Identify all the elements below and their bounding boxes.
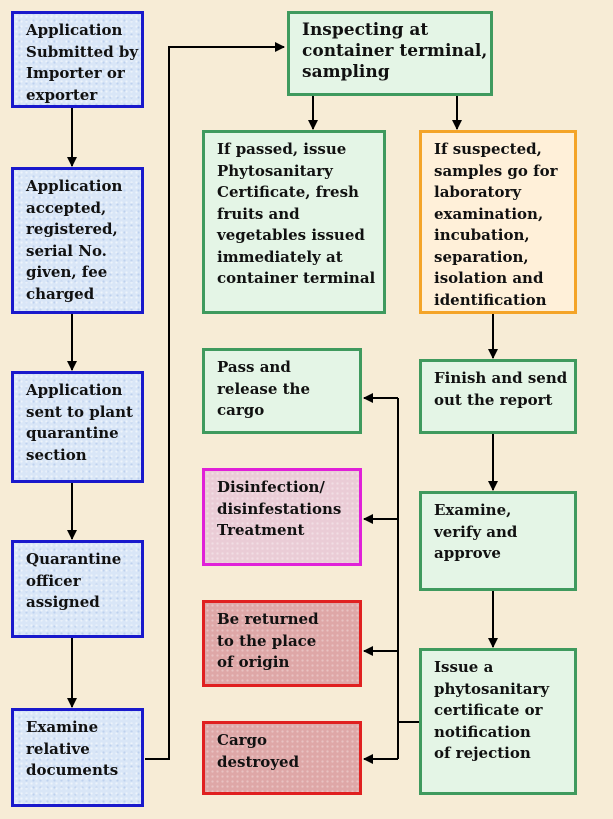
box-returned-origin: Be returned to the place of origin (202, 600, 362, 687)
box-text-line: Inspecting at (302, 20, 429, 40)
box-text-line: relative (26, 739, 90, 758)
box-text-line: disinfestations (217, 499, 342, 518)
box-text-line: Submitted by (26, 42, 139, 61)
box-text-line: vegetables issued (217, 226, 365, 244)
box-text-line: serial No. (26, 241, 107, 260)
box-text-line: Be returned (217, 610, 319, 628)
box-text-line: laboratory (434, 183, 522, 201)
box-text-line: container terminal (217, 269, 376, 287)
box-examine-verify: Examine, verify and approve (419, 491, 577, 591)
box-text-line: section (26, 445, 87, 464)
box-text-line: exporter (26, 85, 98, 104)
box-text-line: assigned (26, 593, 100, 611)
box-text-line: If passed, issue (217, 140, 347, 158)
box-text-line: sampling (302, 62, 390, 82)
box-text-line: to the place (217, 631, 317, 650)
box-text-line: Issue a (434, 658, 494, 676)
box-text-line: officer (26, 571, 81, 590)
box-issue-certificate: Issue a phytosanitary certificate or notifi… (419, 648, 577, 795)
box-text-line: of origin (217, 653, 290, 671)
box-text-line: of rejection (434, 744, 531, 762)
box-text-line: Pass and (217, 358, 291, 376)
box-text-line: Importer or (26, 64, 125, 82)
box-text-line: phytosanitary (434, 679, 550, 698)
box-text-line: accepted, (26, 198, 107, 217)
box-cargo-destroyed: Cargo destroyed (202, 721, 362, 795)
box-quarantine-officer: Quarantine officer assigned (11, 540, 144, 638)
box-text-line: cargo (217, 401, 265, 419)
box-text-line: Examine (26, 718, 99, 736)
box-text-line: charged (26, 284, 95, 303)
box-text-line: If suspected, (434, 140, 542, 158)
box-text-line: Phytosanitary (217, 161, 333, 180)
box-text-line: Disinfection/ (217, 478, 325, 496)
box-pass-release: Pass and release the cargo (202, 348, 362, 434)
box-text-line: documents (26, 761, 119, 779)
box-text-line: Cargo (217, 731, 268, 749)
box-text-line: certificate or (434, 701, 543, 719)
box-examine-documents: Examine relative documents (11, 708, 144, 807)
box-text-line: separation, (434, 247, 529, 266)
box-text-line: notification (434, 722, 531, 741)
box-text-line: quarantine (26, 424, 119, 442)
box-text-line: release the (217, 379, 310, 398)
box-text-line: container terminal, (302, 41, 488, 61)
box-text-line: verify and (434, 522, 518, 541)
box-text-line: examination, (434, 204, 544, 223)
arrow-examine-to-inspect (145, 42, 285, 760)
box-application-accepted: Application accepted, registered, serial No… (11, 167, 144, 314)
box-text-line: Certificate, fresh (217, 183, 359, 201)
box-text-line: Quarantine (26, 550, 122, 568)
box-text-line: Treatment (217, 521, 305, 539)
box-finish-report: Finish and send out the report (419, 359, 577, 434)
box-text-line: given, fee (26, 263, 108, 281)
box-application-sent: Application sent to plant quarantine sectio… (11, 371, 144, 483)
box-text-line: Application (26, 381, 123, 399)
box-text-line: Finish and send (434, 369, 568, 387)
box-text-line: fruits and (217, 204, 300, 223)
box-text-line: sent to plant (26, 402, 133, 421)
box-text-line: Examine, (434, 501, 512, 519)
box-text-line: out the report (434, 390, 553, 409)
box-text-line: registered, (26, 220, 118, 238)
box-text-line: samples go for (434, 161, 558, 180)
box-text-line: approve (434, 544, 501, 562)
box-text-line: identification (434, 290, 547, 309)
box-text-line: Application (26, 21, 123, 39)
box-if-suspected: If suspected, samples go for laboratory exa… (419, 130, 577, 314)
box-text-line: isolation and (434, 269, 544, 287)
box-text-line: incubation, (434, 226, 530, 244)
box-text-line: immediately at (217, 247, 343, 266)
box-text-line: Application (26, 177, 123, 195)
box-text-line: destroyed (217, 752, 300, 771)
